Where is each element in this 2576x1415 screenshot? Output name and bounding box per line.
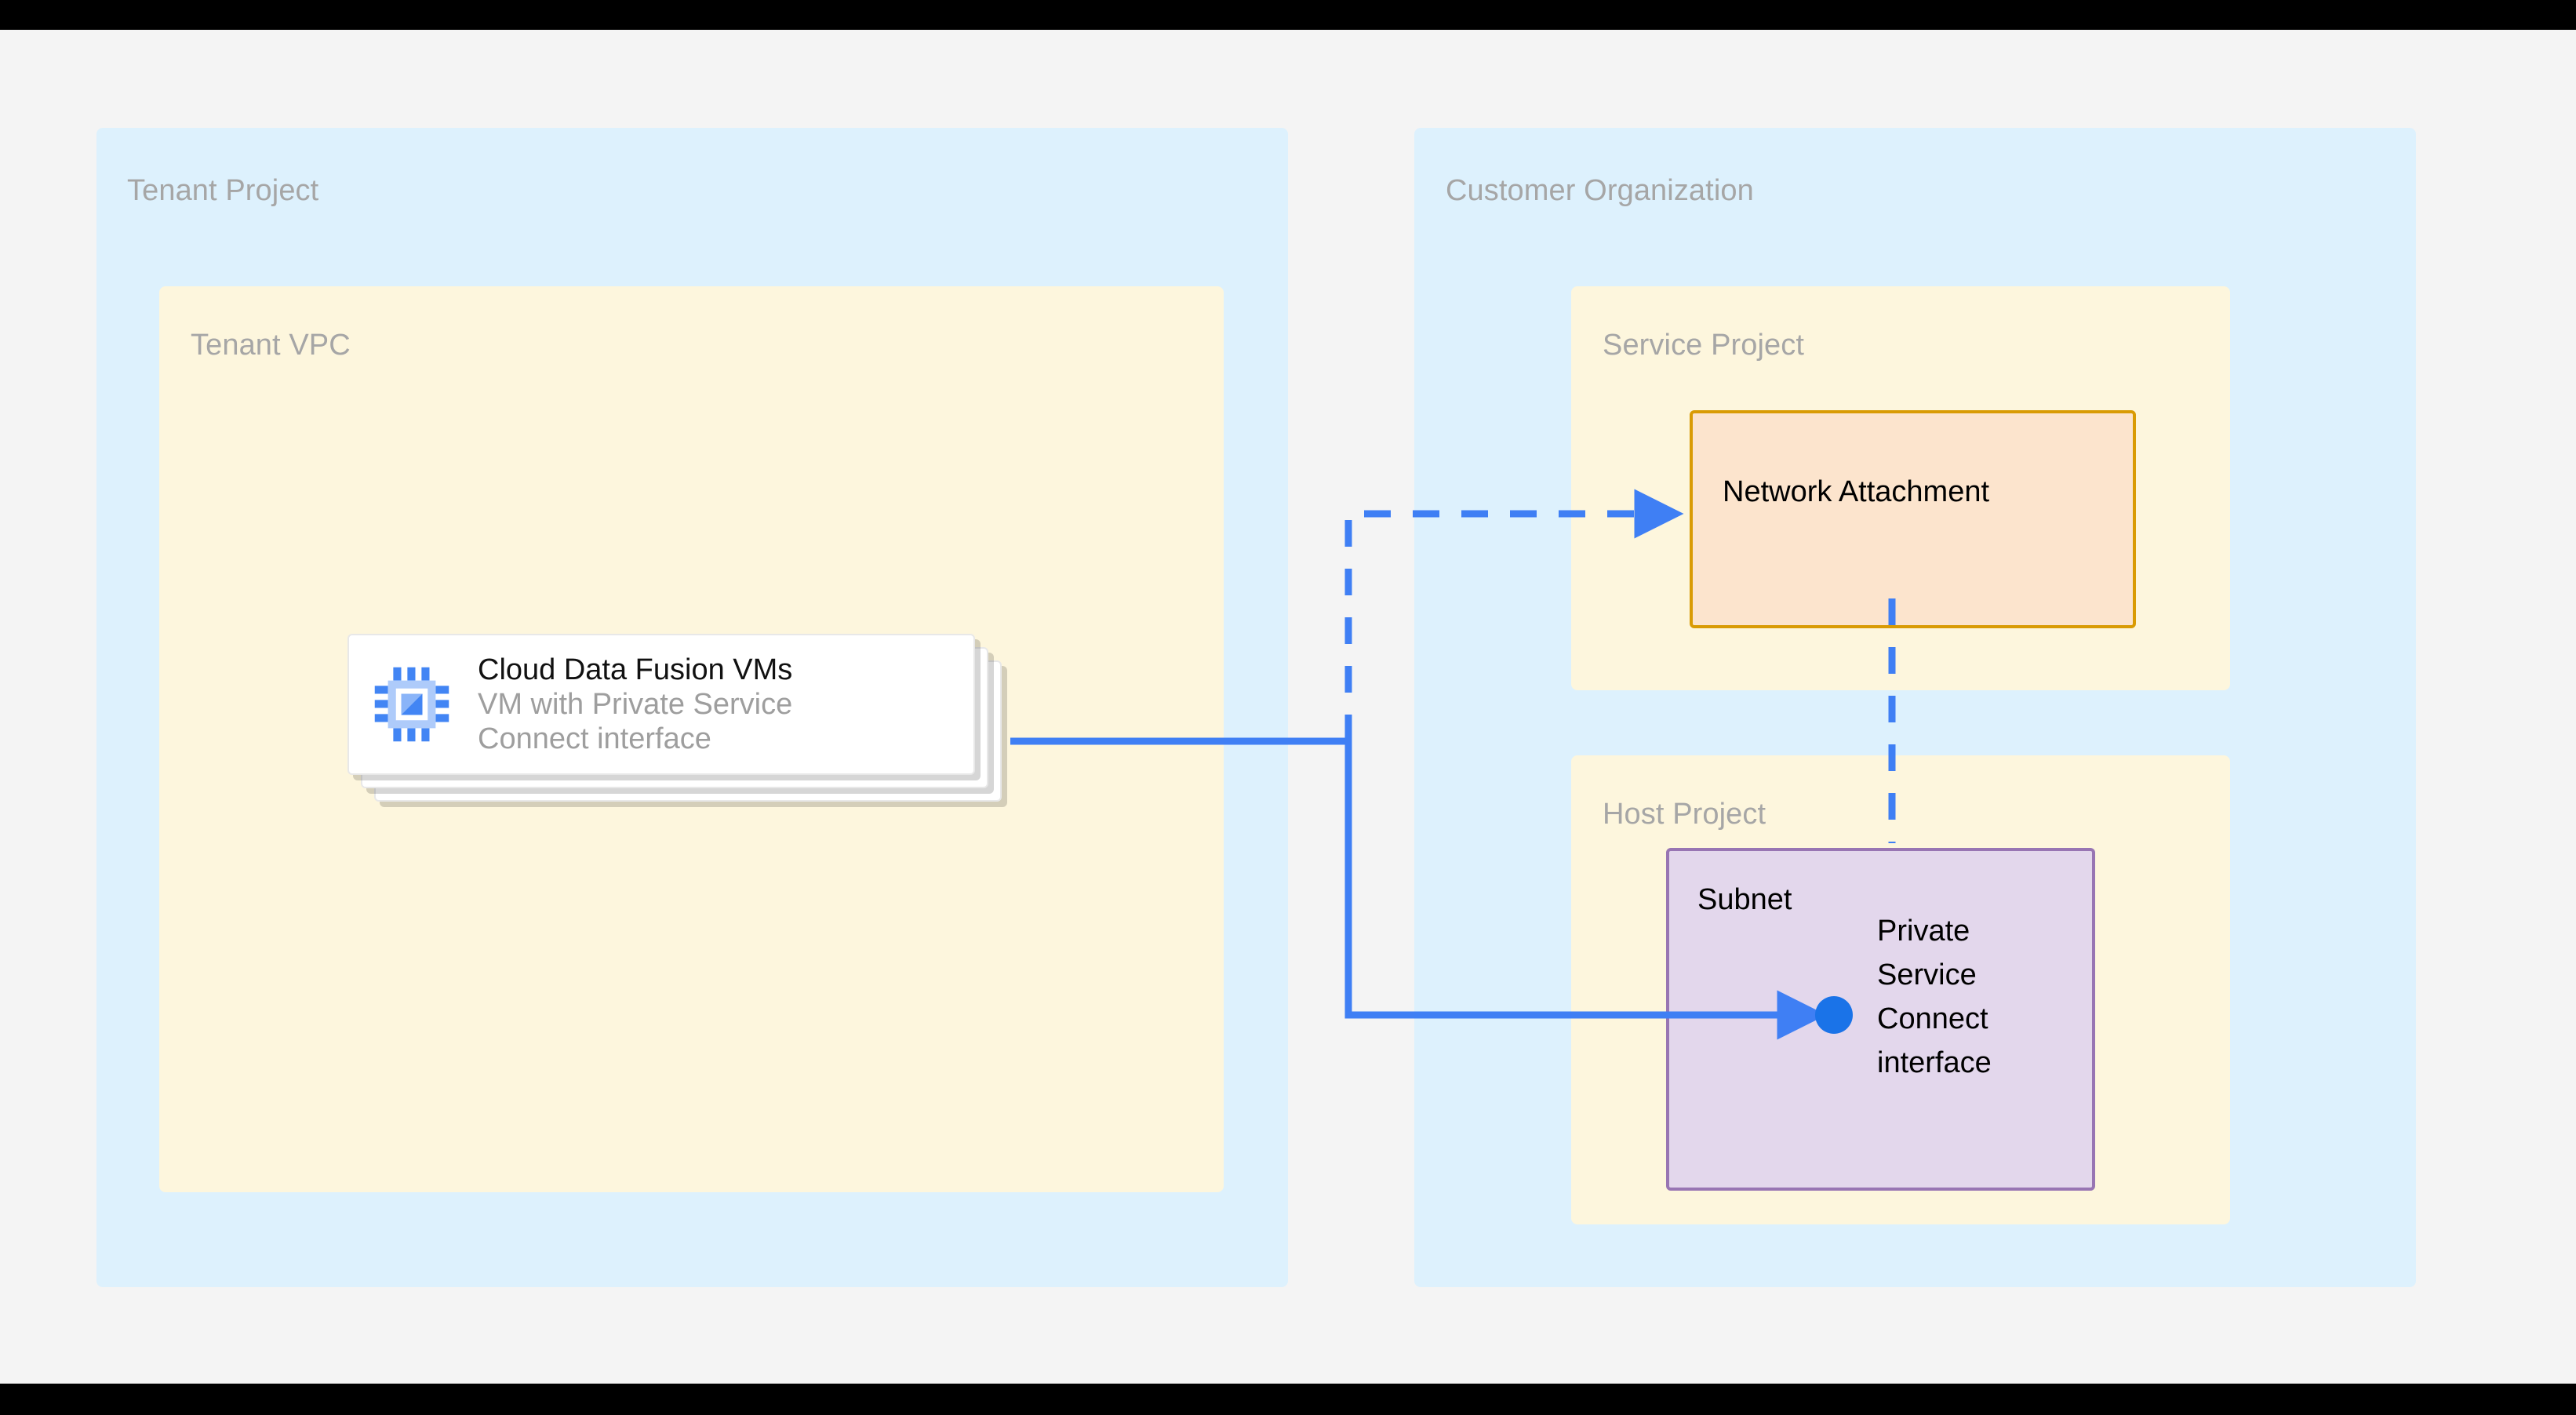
node-network-attachment[interactable] <box>1690 410 2136 628</box>
psc-interface-label-line2: Service <box>1877 958 1977 991</box>
group-tenant-vpc-title: Tenant VPC <box>191 329 351 362</box>
vm-card-front[interactable]: Cloud Data Fusion VMs VM with Private Se… <box>347 634 975 775</box>
group-service-project-title: Service Project <box>1603 329 1805 362</box>
vm-card-body: Cloud Data Fusion VMs VM with Private Se… <box>349 635 973 773</box>
letterbox-top <box>0 0 2576 30</box>
vm-card-title: Cloud Data Fusion VMs <box>478 653 793 686</box>
diagram-stage: Tenant Project Tenant VPC <box>0 30 2576 1384</box>
group-host-project-title: Host Project <box>1603 798 1766 831</box>
vm-card-subtitle-line1: VM with Private Service <box>478 687 793 721</box>
node-subnet-label: Subnet <box>1697 883 1792 916</box>
group-tenant-project-title: Tenant Project <box>127 174 319 207</box>
vm-card-stack[interactable]: Cloud Data Fusion VMs VM with Private Se… <box>347 634 1006 802</box>
group-customer-organization-title: Customer Organization <box>1446 174 1754 207</box>
psc-interface-label-line1: Private <box>1877 915 1970 948</box>
vm-card-subtitle-line2: Connect interface <box>478 722 711 756</box>
psc-interface-label-line4: interface <box>1877 1046 1992 1079</box>
vm-card-text: Cloud Data Fusion VMs VM with Private Se… <box>478 653 955 757</box>
node-network-attachment-label: Network Attachment <box>1723 475 1990 508</box>
psc-interface-label-line3: Connect <box>1877 1002 1988 1035</box>
letterbox-bottom <box>0 1384 2576 1415</box>
cpu-chip-icon <box>369 662 454 747</box>
